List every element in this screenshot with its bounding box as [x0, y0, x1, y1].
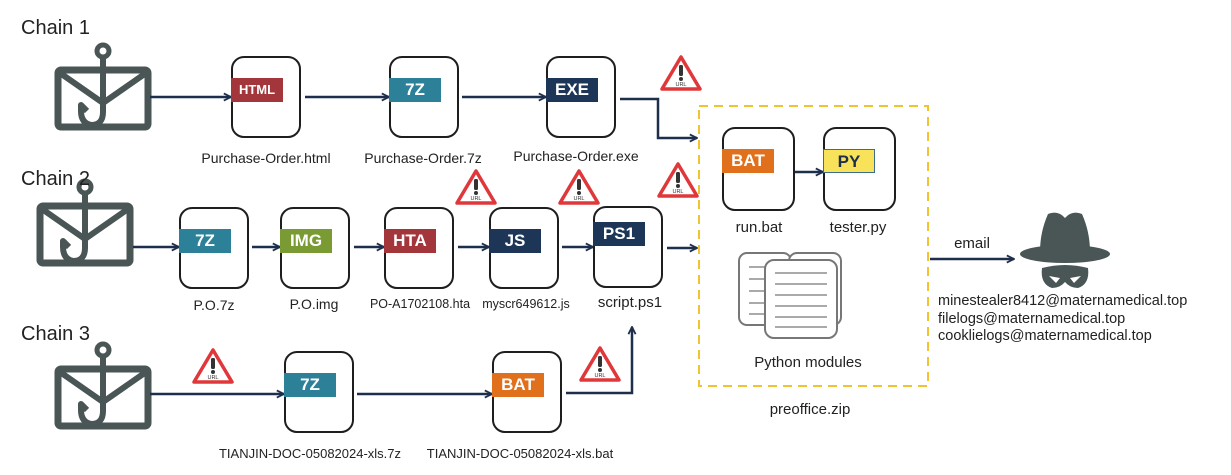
file-type-tag: BAT	[492, 373, 544, 397]
file-label: TIANJIN-DOC-05082024-xls.7z	[218, 446, 402, 461]
exfil-email-list: minestealer8412@maternamedical.top filel…	[938, 293, 1187, 346]
python-modules-icon	[738, 252, 842, 339]
file-label: P.O.img	[289, 296, 339, 312]
file-type-tag: HTML	[231, 78, 283, 102]
file-run-bat[interactable]: BAT	[722, 127, 795, 211]
file-type-tag: BAT	[722, 149, 774, 173]
chain-1-title: Chain 1	[21, 17, 90, 39]
exfil-method-label: email	[954, 235, 990, 252]
exfil-email-address: minestealer8412@maternamedical.top	[938, 293, 1188, 309]
zip-container	[698, 105, 929, 387]
file-purchase-order-7z[interactable]: 7Z	[389, 56, 459, 138]
file-label: TIANJIN-DOC-05082024-xls.bat	[426, 446, 614, 461]
arrow-c1-4	[620, 97, 697, 138]
file-type-tag: 7Z	[284, 373, 336, 397]
python-modules-label: Python modules	[754, 354, 862, 371]
url-warning-icon	[558, 169, 600, 205]
file-po-hta[interactable]: HTA	[384, 207, 454, 289]
file-type-tag: 7Z	[389, 78, 441, 102]
file-label: myscr649612.js	[482, 297, 570, 311]
file-type-tag: IMG	[280, 229, 332, 253]
file-po-7z[interactable]: 7Z	[179, 207, 249, 289]
file-purchase-order-html[interactable]: HTML	[231, 56, 301, 138]
file-script-ps1[interactable]: PS1	[593, 206, 663, 288]
file-label: Purchase-Order.html	[201, 150, 331, 166]
file-label: PO-A1702108.hta	[369, 297, 471, 311]
file-label: Purchase-Order.7z	[364, 150, 482, 166]
chain-3-title: Chain 3	[21, 323, 90, 345]
url-warning-icon	[455, 169, 497, 205]
file-tester-py[interactable]: PY	[823, 127, 896, 211]
hacker-icon	[1020, 212, 1110, 288]
phishing-email-icon-chain3	[58, 344, 148, 426]
file-type-tag: HTA	[384, 229, 436, 253]
file-type-tag: PY	[823, 149, 875, 173]
file-label: P.O.7z	[193, 297, 235, 313]
url-warning-icon	[192, 348, 234, 384]
file-purchase-order-exe[interactable]: EXE	[546, 56, 616, 138]
file-tianjin-bat[interactable]: BAT	[492, 351, 562, 433]
phishing-email-icon-chain1	[58, 45, 148, 127]
url-warning-icon	[660, 55, 702, 91]
url-warning-icon	[657, 162, 699, 198]
zip-name-label: preoffice.zip	[769, 401, 851, 418]
phishing-email-icon-chain2	[40, 181, 130, 263]
url-warning-icon	[579, 346, 621, 382]
file-type-tag: PS1	[593, 222, 645, 246]
file-tianjin-7z[interactable]: 7Z	[284, 351, 354, 433]
file-type-tag: 7Z	[179, 229, 231, 253]
chain-2-title: Chain 2	[21, 168, 90, 190]
file-type-tag: EXE	[546, 78, 598, 102]
exfil-email-address: cooklielogs@maternamedical.top	[938, 328, 1152, 344]
file-myscr-js[interactable]: JS	[489, 207, 559, 289]
file-label: run.bat	[735, 219, 783, 236]
file-po-img[interactable]: IMG	[280, 207, 350, 289]
file-label: tester.py	[829, 219, 887, 236]
file-label: script.ps1	[597, 294, 663, 311]
file-type-tag: JS	[489, 229, 541, 253]
exfil-email-address: filelogs@maternamedical.top	[938, 310, 1126, 327]
file-label: Purchase-Order.exe	[513, 148, 639, 164]
arrow-c3-3	[566, 327, 632, 395]
